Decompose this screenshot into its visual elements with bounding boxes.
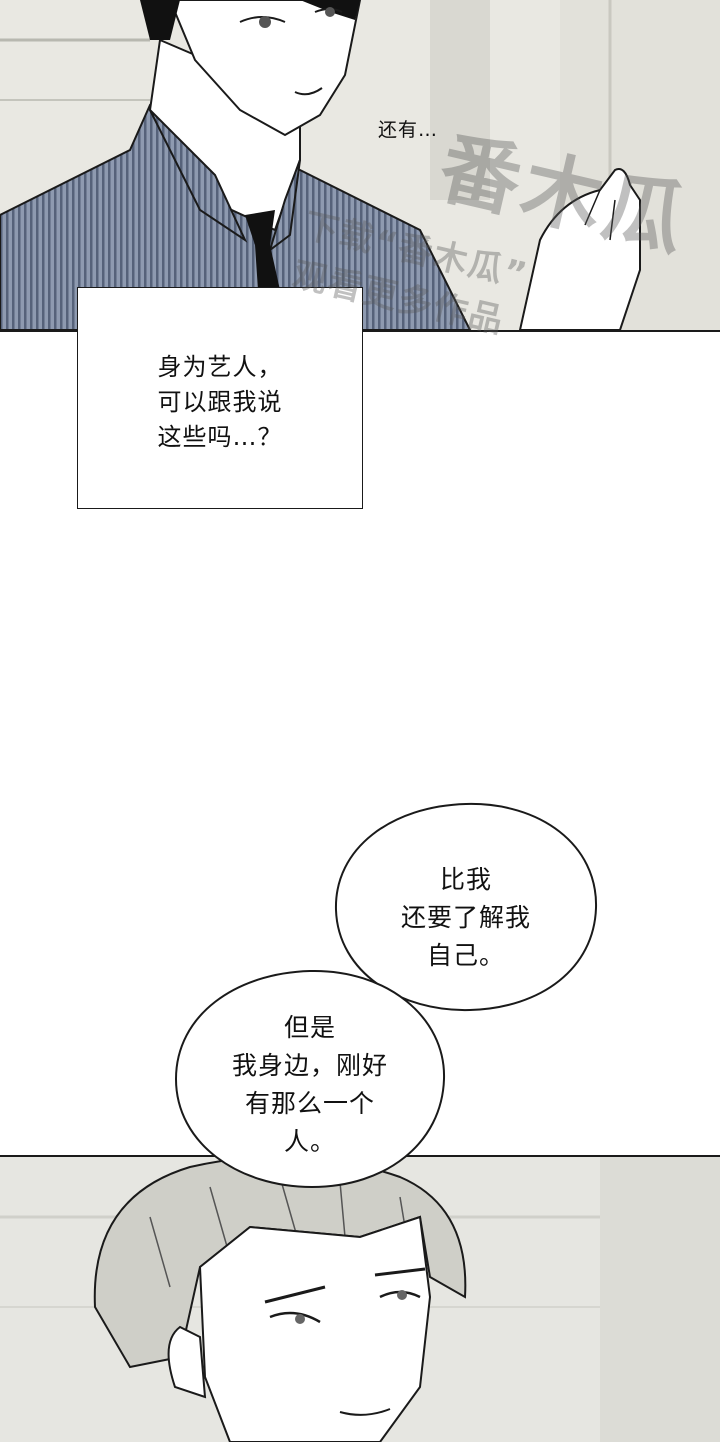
- narration-line: 可以跟我说: [157, 388, 283, 416]
- bubble-line: 还要了解我: [400, 903, 531, 932]
- bubble-line: 有那么一个: [244, 1089, 375, 1118]
- narration-box: 身为艺人， 可以跟我说 这些吗…？: [77, 287, 363, 509]
- bubble-text: 比我 还要了解我 自己。: [330, 861, 602, 975]
- man-in-striped-shirt-illustration: [0, 0, 720, 330]
- speech-float-text: 还有…: [378, 119, 439, 141]
- bubble-outline: [174, 969, 446, 1189]
- speech-bubble-2: 但是 我身边，刚好 有那么一个 人。: [170, 967, 450, 1192]
- narration-line: 身为艺人，: [157, 353, 283, 381]
- bubble-line: 比我: [439, 865, 492, 894]
- speech-bubble-1: 比我 还要了解我 自己。: [330, 800, 602, 1015]
- narration-line: 这些吗…？: [157, 423, 283, 451]
- bubble-line: 自己。: [426, 941, 505, 970]
- bubble-text: 但是 我身边，刚好 有那么一个 人。: [170, 1009, 450, 1161]
- bottom-panel: [0, 1155, 720, 1442]
- young-man-illustration: [0, 1157, 720, 1442]
- top-panel: 还有…: [0, 0, 720, 332]
- bubble-line: 我身边，刚好: [231, 1051, 388, 1080]
- bubble-line: 人。: [283, 1127, 336, 1156]
- bubble-outline: [334, 802, 598, 1012]
- bubble-line: 但是: [283, 1013, 336, 1042]
- narration-text: 身为艺人， 可以跟我说 这些吗…？: [78, 350, 362, 455]
